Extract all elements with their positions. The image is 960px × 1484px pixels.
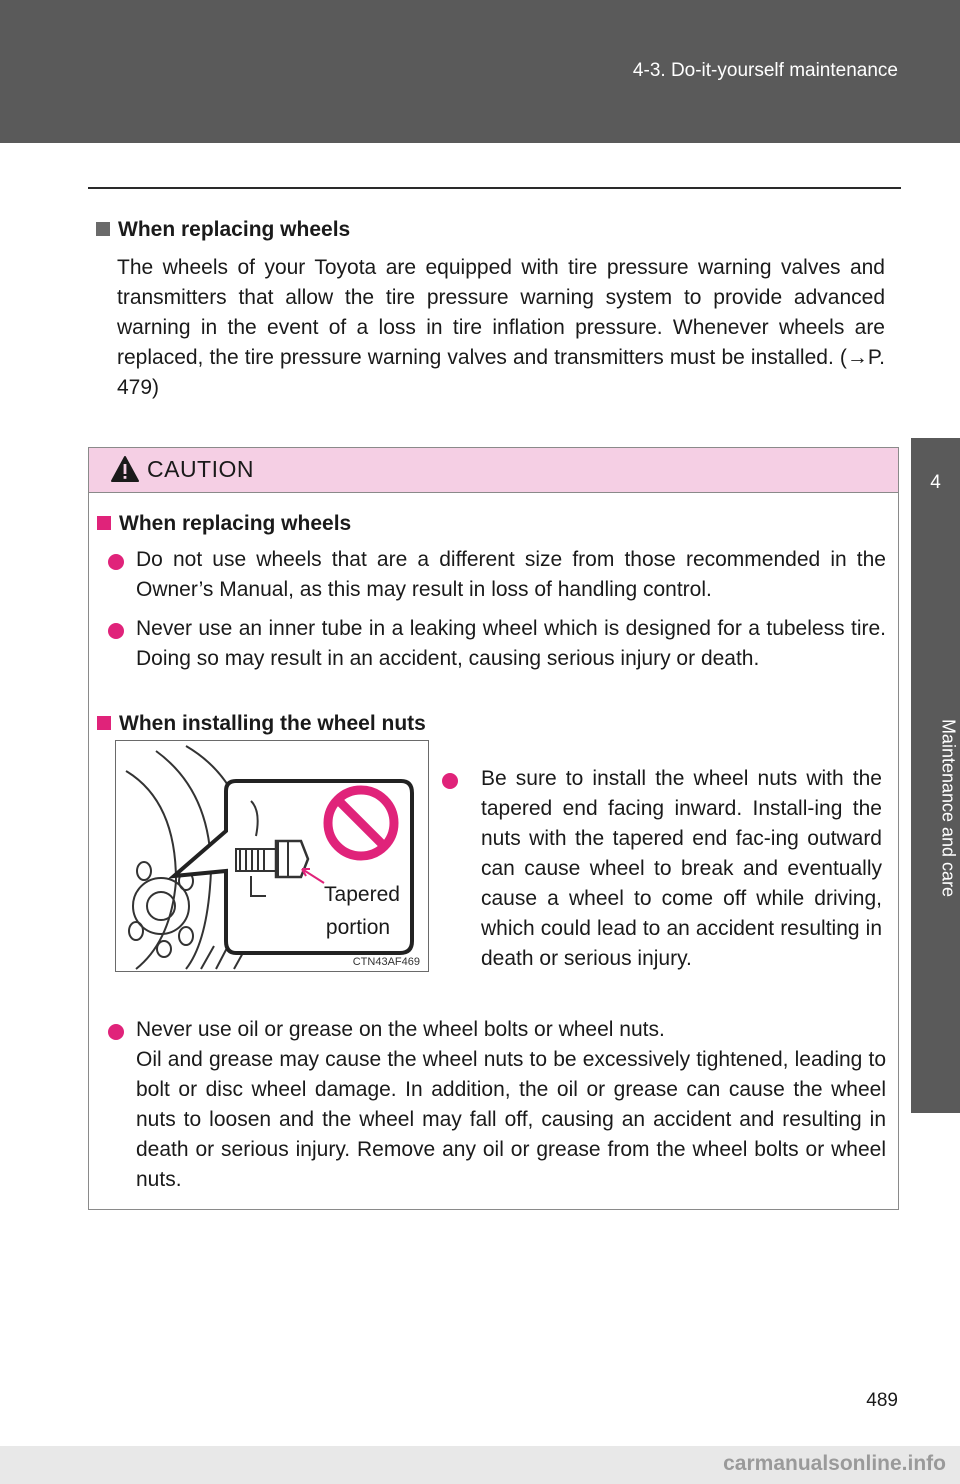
- square-bullet-icon: [97, 716, 111, 730]
- page-number: 489: [866, 1390, 898, 1411]
- illustration-code: CTN43AF469: [353, 956, 420, 968]
- chapter-tab: 4 Maintenance and care: [911, 438, 960, 1113]
- tapered-label-2: portion: [326, 916, 390, 939]
- bullet-dot-icon: [108, 623, 124, 639]
- caution-bullet-side: Be sure to install the wheel nuts with t…: [481, 767, 882, 970]
- square-bullet-icon: [97, 516, 111, 530]
- caution-box: CAUTION When replacing wheels Do not use…: [88, 447, 899, 1210]
- section-heading-text: When replacing wheels: [118, 218, 351, 241]
- bullet-dot-icon: [108, 1024, 124, 1040]
- caution-subheading-1-text: When replacing wheels: [119, 512, 352, 535]
- bullet-dot-icon: [442, 773, 458, 789]
- caution-subheading-2: When installing the wheel nuts: [97, 709, 426, 739]
- caution-bullet-last-body: Oil and grease may cause the wheel nuts …: [136, 1048, 886, 1191]
- caution-title: CAUTION: [147, 456, 254, 482]
- caution-bullet-2: Never use an inner tube in a leaking whe…: [136, 617, 886, 670]
- caution-subheading-1: When replacing wheels: [97, 509, 351, 539]
- caution-bullet-last-line1: Never use oil or grease on the wheel bol…: [136, 1018, 665, 1041]
- prohibition-icon: [323, 785, 399, 861]
- watermark-bar: carmanualsonline.info: [0, 1446, 960, 1484]
- wheel-nut-drawing: Tapered portion CTN43AF469: [125, 745, 420, 970]
- page-header: 4-3. Do-it-yourself maintenance: [0, 0, 960, 143]
- tapered-label-1: Tapered: [324, 883, 400, 906]
- caution-subheading-2-text: When installing the wheel nuts: [119, 712, 426, 735]
- caution-header: CAUTION: [89, 448, 898, 493]
- square-bullet-icon: [96, 222, 110, 236]
- section-body: The wheels of your Toyota are equipped w…: [117, 256, 885, 399]
- section-title: 4-3. Do-it-yourself maintenance: [632, 60, 898, 81]
- chapter-label: Maintenance and care: [938, 718, 959, 898]
- watermark-text: carmanualsonline.info: [723, 1452, 946, 1475]
- section-heading: When replacing wheels: [96, 215, 350, 245]
- chapter-number: 4: [930, 472, 941, 493]
- wheel-nut-illustration: Tapered portion CTN43AF469: [115, 740, 429, 972]
- caution-bullet-1: Do not use wheels that are a different s…: [136, 548, 886, 601]
- bullet-dot-icon: [108, 554, 124, 570]
- top-rule: [88, 187, 901, 189]
- warning-triangle-icon: [111, 456, 139, 482]
